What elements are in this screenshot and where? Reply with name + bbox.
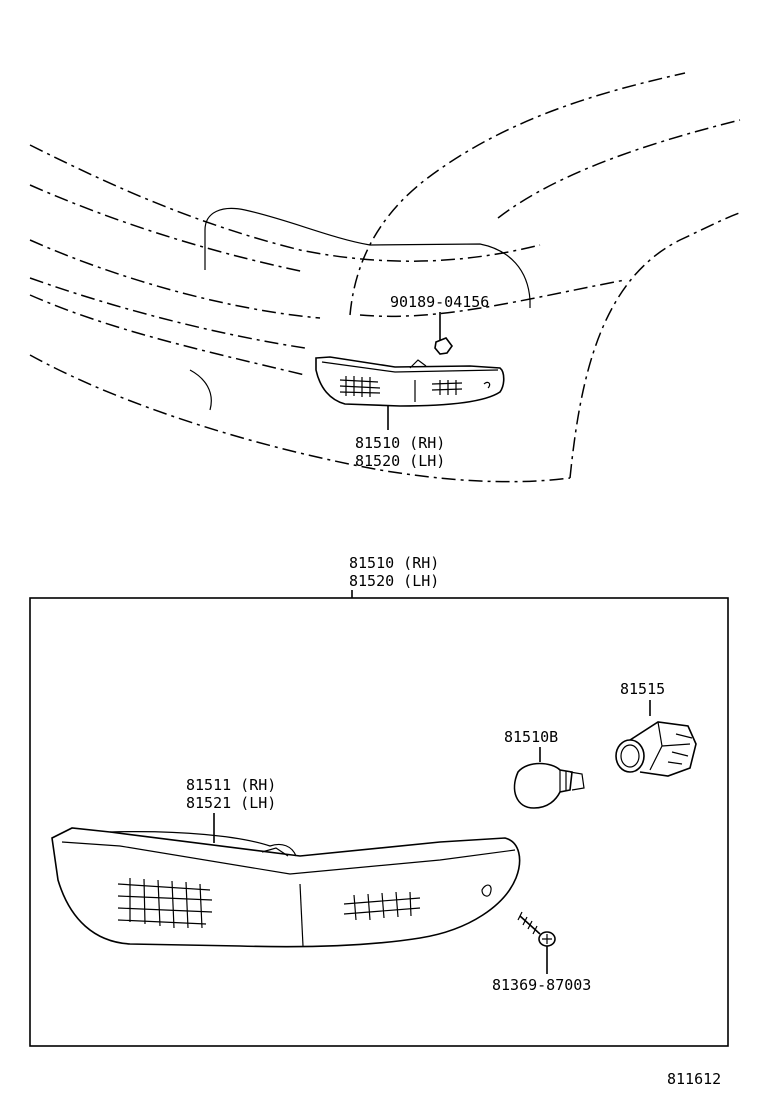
- callout-screw: 81369-87003: [492, 976, 591, 994]
- figure-number: 811612: [667, 1070, 721, 1088]
- clip-part: [434, 312, 453, 355]
- callout-clip: 90189-04156: [390, 293, 489, 311]
- screw-part: [517, 911, 556, 974]
- car-body-outline: [29, 72, 743, 483]
- assembly-frame: [29, 597, 729, 1047]
- callout-lens-lh: 81521 (LH): [186, 794, 276, 812]
- lens-grille-right: [343, 891, 421, 921]
- callout-bulb: 81510B: [504, 728, 558, 746]
- lens-grille-left: [117, 878, 213, 929]
- callout-lamp-upper-lh: 81520 (LH): [355, 452, 445, 470]
- turn-signal-lens-part: [51, 827, 521, 948]
- bulb-socket-part: [615, 721, 697, 777]
- callout-lens-rh: 81511 (RH): [186, 776, 276, 794]
- callout-lamp-upper-rh: 81510 (RH): [355, 434, 445, 452]
- side-marker-lamp-small: [315, 356, 505, 407]
- callout-socket: 81515: [620, 680, 665, 698]
- bulb-part: [513, 762, 585, 809]
- callout-assy-lh: 81520 (LH): [349, 572, 439, 590]
- callout-assy-rh: 81510 (RH): [349, 554, 439, 572]
